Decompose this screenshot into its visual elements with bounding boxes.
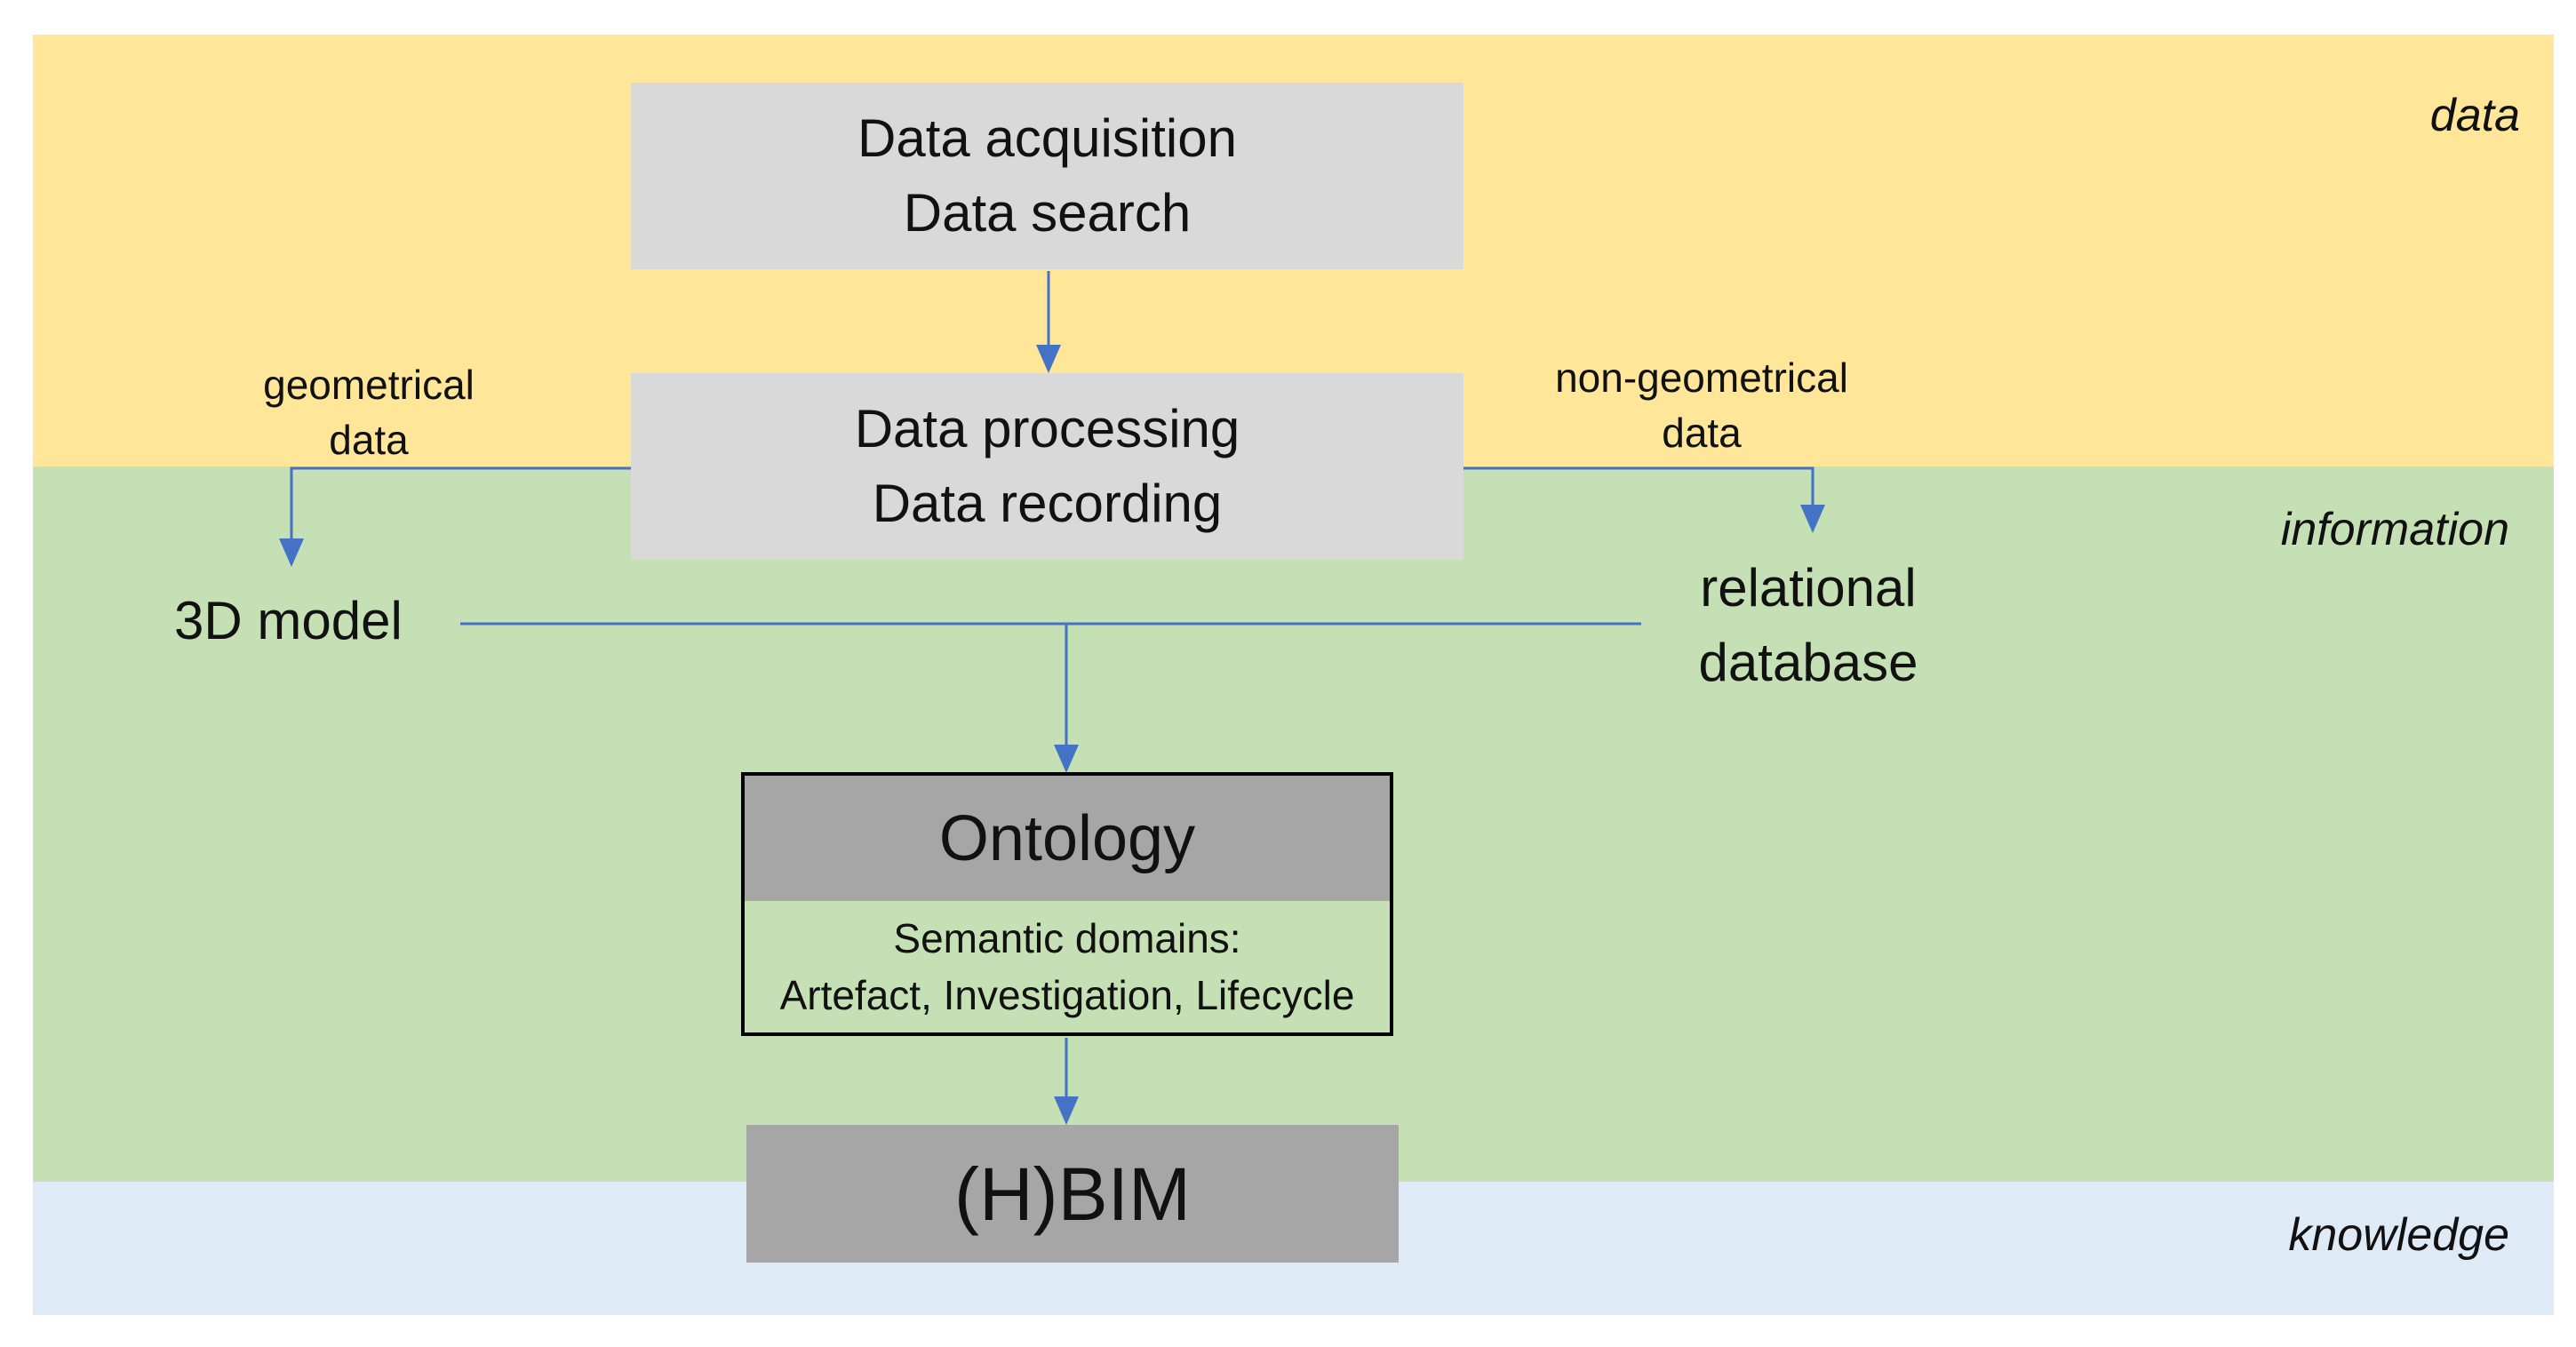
band-label-knowledge: knowledge — [2288, 1209, 2509, 1261]
arrow-processing-to-3d-model — [290, 466, 631, 544]
non-geometrical-data-label: non-geometrical data — [1542, 350, 1862, 460]
semantic-domains-list: Artefact, Investigation, Lifecycle — [779, 972, 1355, 1018]
arrow-processing-to-relational-db — [1463, 466, 1814, 508]
arrowhead-acquisition-to-processing — [1036, 345, 1061, 373]
semantic-domains-text: Semantic domains: Artefact, Investigatio… — [745, 901, 1390, 1032]
3d-model-node: 3D model — [174, 591, 403, 650]
geometrical-word: geometrical — [263, 362, 475, 408]
arrowhead-ontology-to-hbim — [1054, 1096, 1079, 1125]
database-word: database — [1698, 633, 1918, 692]
semantic-domains-heading: Semantic domains: — [893, 915, 1241, 961]
non-geometrical-word: non-geometrical — [1555, 355, 1848, 401]
data-processing-box: Data processing Data recording — [631, 373, 1463, 560]
data-acquisition-box: Data acquisition Data search — [631, 83, 1463, 269]
ontology-box: Ontology Semantic domains: Artefact, Inv… — [741, 772, 1393, 1036]
geometrical-data-word: data — [329, 417, 409, 463]
hbim-box: (H)BIM — [746, 1125, 1399, 1263]
data-processing-label: Data processing — [854, 399, 1240, 458]
non-geometrical-data-word: data — [1662, 410, 1742, 456]
arrowhead-junction-to-ontology — [1054, 745, 1079, 773]
geometrical-data-label: geometrical data — [258, 357, 480, 467]
arrowhead-processing-to-3d-model — [279, 538, 304, 567]
relational-word: relational — [1700, 558, 1917, 618]
data-recording-label: Data recording — [872, 474, 1223, 533]
data-search-label: Data search — [903, 183, 1192, 243]
arrowhead-processing-to-relational-db — [1800, 505, 1825, 533]
ontology-title: Ontology — [745, 776, 1390, 901]
relational-database-node: relational database — [1684, 551, 1933, 700]
data-acquisition-label: Data acquisition — [857, 108, 1237, 168]
band-label-data: data — [2429, 90, 2520, 141]
band-label-information: information — [2280, 504, 2509, 555]
